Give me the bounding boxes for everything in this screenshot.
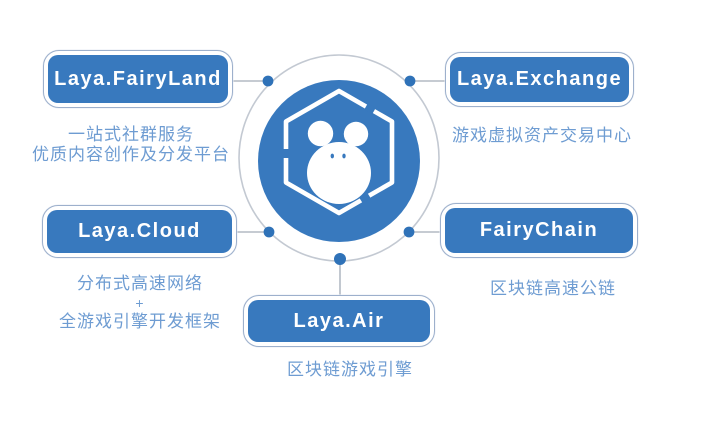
node-laya-fairyland: Laya.FairyLand [43, 50, 233, 108]
node-laya-cloud: Laya.Cloud [42, 205, 237, 258]
description-line: 区块链游戏引擎 [287, 360, 413, 379]
connector-dot [263, 226, 275, 238]
node-laya-exchange-description: 游戏虚拟资产交易中心 [430, 126, 654, 146]
node-laya-air-label: Laya.Air [248, 300, 430, 342]
node-laya-fairyland-label: Laya.FairyLand [48, 55, 228, 103]
description-line: + [135, 295, 145, 311]
connector-dot [403, 226, 415, 238]
description-line: 全游戏引擎开发框架 [59, 312, 221, 331]
node-laya-cloud-description: 分布式高速网络 + 全游戏引擎开发框架 [25, 274, 255, 332]
node-laya-cloud-label: Laya.Cloud [47, 210, 232, 253]
description-line: 区块链高速公链 [490, 279, 616, 298]
node-laya-fairyland-description: 一站式社群服务 优质内容创作及分发平台 [13, 125, 249, 165]
connector-dot [334, 253, 346, 265]
node-laya-exchange-label: Laya.Exchange [450, 57, 629, 102]
node-laya-exchange: Laya.Exchange [445, 52, 634, 107]
connector-dot [262, 75, 274, 87]
connector-dot [404, 75, 416, 87]
node-fairychain-description: 区块链高速公链 [441, 279, 665, 299]
node-laya-air-description: 区块链游戏引擎 [238, 360, 462, 380]
laya-mascot-icon [307, 120, 371, 204]
description-line: 分布式高速网络 [77, 274, 203, 293]
node-laya-air: Laya.Air [243, 295, 435, 347]
description-line: 一站式社群服务 [68, 125, 194, 144]
node-fairychain: FairyChain [440, 203, 638, 258]
hexagon-badge-icon [282, 88, 395, 216]
connector-dots [262, 75, 416, 265]
description-line: 优质内容创作及分发平台 [32, 145, 230, 164]
description-line: 游戏虚拟资产交易中心 [452, 126, 632, 145]
node-fairychain-label: FairyChain [445, 208, 633, 253]
